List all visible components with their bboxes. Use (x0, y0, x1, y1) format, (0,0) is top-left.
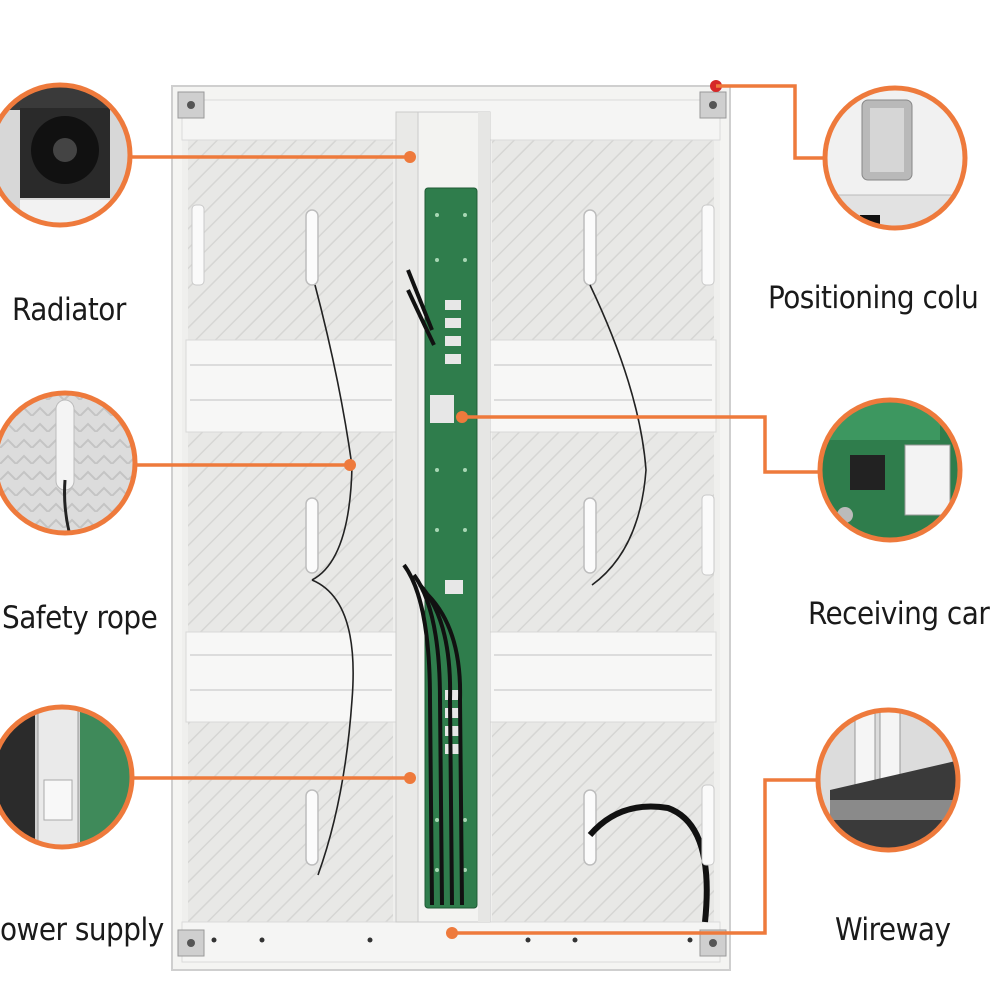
panel-left-bottom (188, 722, 393, 922)
power-supply-label: ower supply (0, 912, 164, 948)
psu-icon (37, 707, 79, 846)
radiator-callout (0, 82, 133, 228)
panel-left-top (188, 140, 393, 340)
panel-right-mid (492, 432, 714, 632)
receiving-card-callout (817, 397, 963, 543)
pcb (424, 187, 478, 909)
radiator-label: Radiator (12, 292, 126, 328)
panel-left-mid (188, 432, 393, 632)
hook-icon (55, 399, 75, 491)
wireway-callout (815, 707, 961, 853)
safety-rope-callout (0, 390, 138, 536)
card-icon (850, 455, 885, 490)
panel-right-top (492, 140, 714, 340)
wireway-label: Wireway (835, 912, 951, 948)
safety-rope-label: Safety rope (2, 600, 158, 636)
power-supply-callout (0, 704, 135, 850)
cabinet (171, 80, 731, 971)
leader-lines (130, 84, 826, 935)
positioning-column-callout (822, 85, 968, 231)
receiving-card-label: Receiving car (808, 596, 990, 632)
positioning-column-label: Positioning colu (768, 280, 979, 316)
